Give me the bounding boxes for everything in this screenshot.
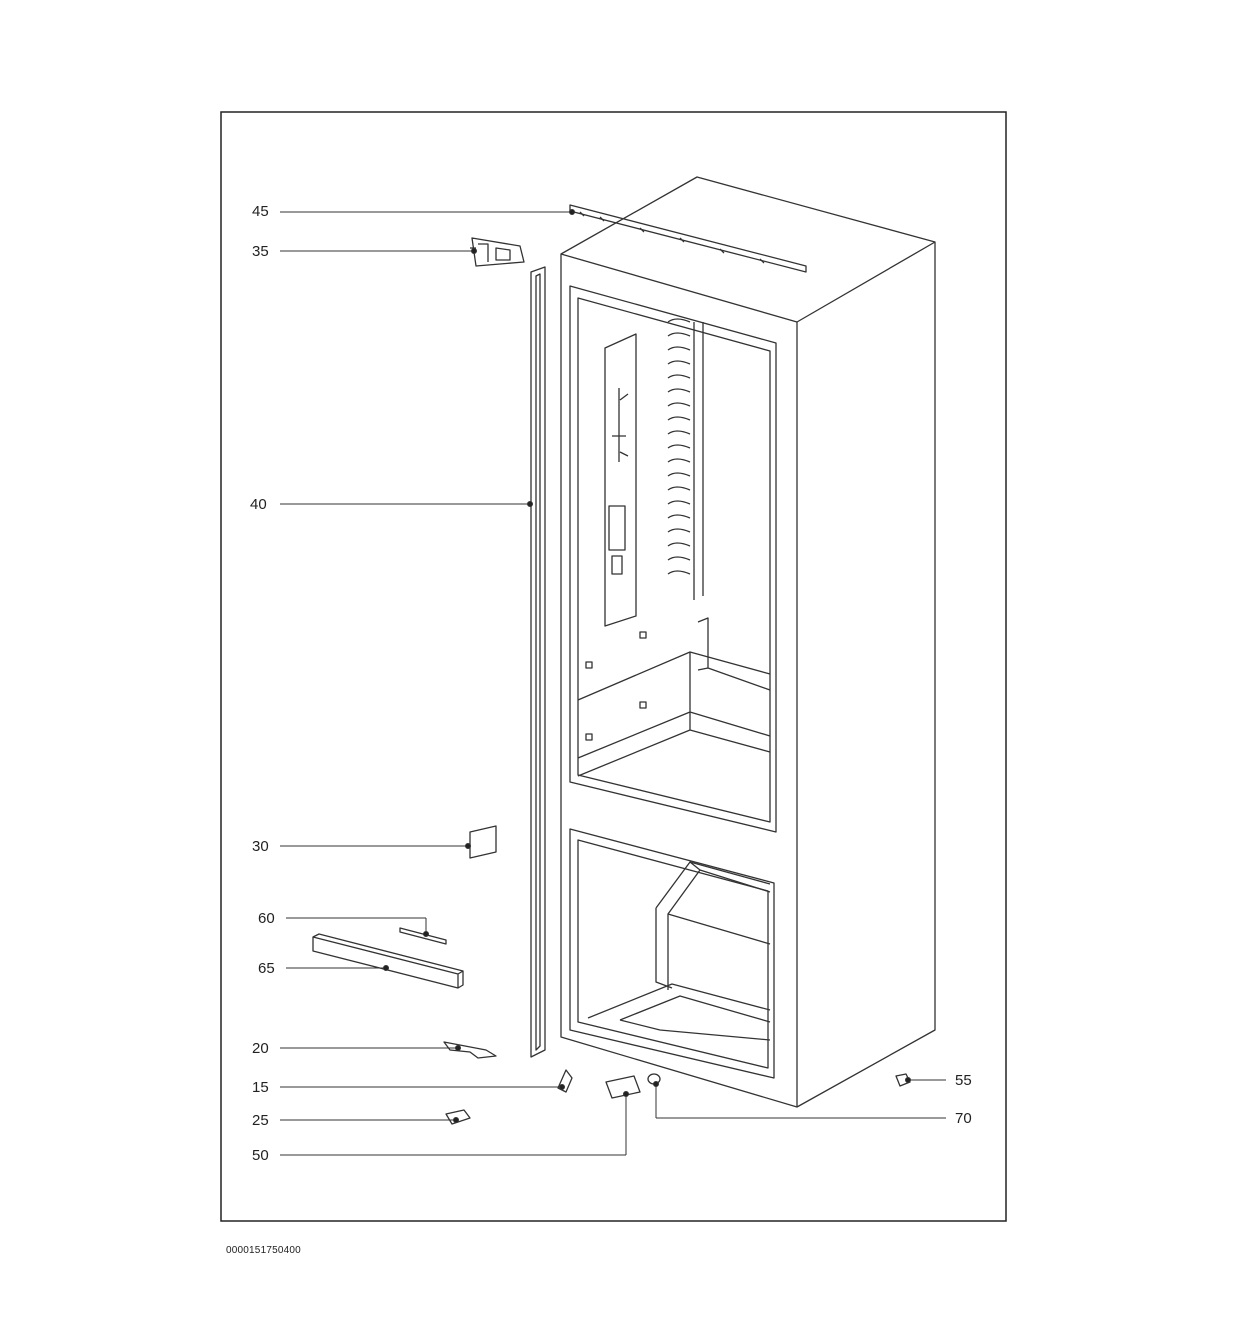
lower-shelf [655, 861, 771, 990]
trim-bar [312, 933, 464, 989]
callout-70: 70 [955, 1110, 972, 1127]
small-bar [399, 927, 447, 945]
door-gasket-strip [530, 266, 546, 1058]
small-clip [445, 1109, 471, 1125]
shelf-rail [667, 318, 704, 600]
callout-35: 35 [252, 243, 269, 260]
callout-20: 20 [252, 1040, 269, 1057]
callout-60: 60 [258, 910, 275, 927]
mount-hole [585, 661, 593, 669]
control-bracket [612, 388, 629, 462]
cabinet-outline [560, 176, 936, 1108]
leader-lines [280, 209, 946, 1156]
top-trim-clips [579, 211, 765, 264]
callout-25: 25 [252, 1112, 269, 1129]
callout-50: 50 [252, 1147, 269, 1164]
control-module [608, 505, 626, 551]
diagram-frame [220, 111, 1007, 1222]
document-id: 0000151750400 [226, 1245, 301, 1256]
cabinet-top-right-edge [796, 241, 936, 323]
mount-hole [639, 701, 647, 709]
callout-15: 15 [252, 1079, 269, 1096]
cover-plate [469, 825, 497, 859]
callout-65: 65 [258, 960, 275, 977]
control-module-small [611, 555, 623, 575]
callout-45: 45 [252, 203, 269, 220]
mount-hole [585, 733, 593, 741]
lower-compartment-inner [577, 839, 769, 1069]
control-panel [604, 333, 637, 627]
top-trim-strip [569, 204, 807, 273]
callout-55: 55 [955, 1072, 972, 1089]
lower-bracket [443, 1041, 497, 1059]
top-hinge [470, 237, 525, 267]
lower-compartment [569, 828, 775, 1079]
upper-compartment [569, 285, 777, 833]
cabinet [312, 176, 936, 1125]
upper-compartment-inner [577, 297, 771, 823]
cover-cap [605, 1075, 641, 1099]
upper-floor [577, 712, 771, 777]
cabinet-top-front-edge [560, 253, 798, 323]
hinge-pin [557, 1069, 573, 1093]
callout-40: 40 [250, 496, 267, 513]
mount-hole [639, 631, 647, 639]
lower-floor [587, 983, 771, 1041]
callout-30: 30 [252, 838, 269, 855]
